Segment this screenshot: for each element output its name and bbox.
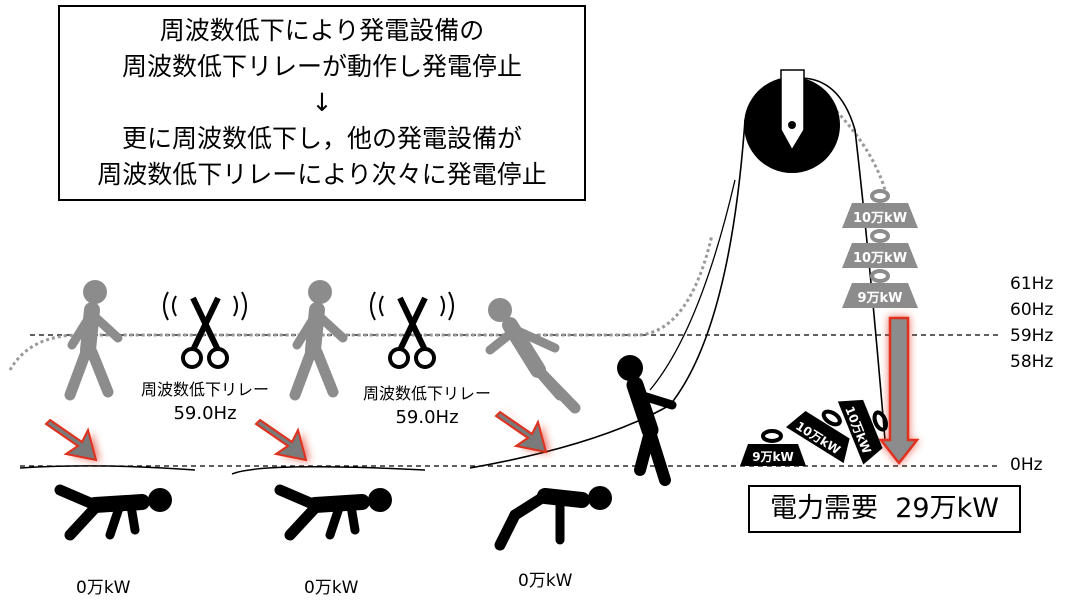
fallen-person-icon-2 [274, 484, 392, 541]
frequency-curve-dotted [8, 234, 714, 371]
explanation-box: 周波数低下により発電設備の 周波数低下リレーが動作し発電停止 ↓ 更に周波数低下… [58, 5, 586, 201]
walking-person-icon-1 [64, 280, 123, 401]
fallen-weight-icon-1 [740, 429, 806, 466]
hanging-weight-label: 10万kW [853, 211, 907, 226]
fallen-weight-icon-3 [837, 399, 888, 465]
demand-box: 電力需要 29万kW [748, 485, 1021, 533]
ground-arc-2 [231, 466, 426, 475]
hz-label-60: 60Hz [1010, 300, 1054, 320]
falling-person-icon [485, 298, 581, 414]
explanation-line-4: 周波数低下リレーにより次々に発電停止 [97, 160, 547, 189]
explanation-line-3: 更に周波数低下し，他の発電設備が [121, 124, 522, 153]
hanging-weight-icon-1 [842, 189, 918, 228]
generator-output-1: 0万kW [76, 578, 131, 598]
drop-arrow-icon-2 [254, 418, 310, 462]
explanation-arrow: ↓ [311, 88, 333, 117]
scissors-icon-1 [163, 291, 247, 369]
pulley-icon [744, 69, 840, 173]
fallen-person-icon-1 [54, 484, 172, 541]
pulling-person-icon [617, 355, 677, 486]
relay-setting: 59.0Hz [173, 403, 237, 424]
fallen-weight-icon-2 [785, 409, 850, 464]
drop-arrow-icon-1 [44, 418, 100, 462]
explanation-line-1: 周波数低下により発電設備の [159, 16, 485, 45]
drop-arrow-icon-3 [494, 410, 550, 454]
fallen-person-icon-3 [494, 486, 612, 551]
relay-label-2: 周波数低下リレー 59.0Hz [354, 382, 500, 430]
demand-drop-arrow-icon [878, 316, 920, 466]
generator-output-2: 0万kW [304, 578, 359, 598]
hz-label-61: 61Hz [1010, 274, 1054, 294]
rope-dotted-right [813, 88, 887, 191]
hanging-weight-label: 9万kW [857, 291, 902, 306]
fallen-weight-label: 9万kW [752, 450, 794, 464]
relay-name: 周波数低下リレー [140, 380, 269, 399]
demand-label: 電力需要 [770, 493, 879, 524]
generator-output-3: 0万kW [518, 571, 573, 591]
hanging-weight-label: 10万kW [853, 251, 907, 266]
walking-person-icon-2 [289, 280, 348, 401]
hanging-weight-icon-2 [842, 229, 918, 268]
hz-label-59: 59Hz [1010, 326, 1054, 346]
ground-arc-1 [19, 465, 196, 471]
explanation-line-2: 周波数低下リレーが動作し発電停止 [121, 52, 522, 81]
scissors-icon-2 [370, 291, 454, 369]
rope-lower [649, 179, 736, 391]
hz-label-58: 58Hz [1010, 352, 1054, 372]
demand-value: 29万kW [895, 493, 999, 524]
relay-setting: 59.0Hz [395, 407, 459, 428]
hz-label-0: 0Hz [1010, 455, 1043, 475]
relay-name: 周波数低下リレー [362, 384, 491, 403]
hanging-weight-icon-3 [842, 269, 918, 308]
relay-label-1: 周波数低下リレー 59.0Hz [132, 378, 278, 426]
